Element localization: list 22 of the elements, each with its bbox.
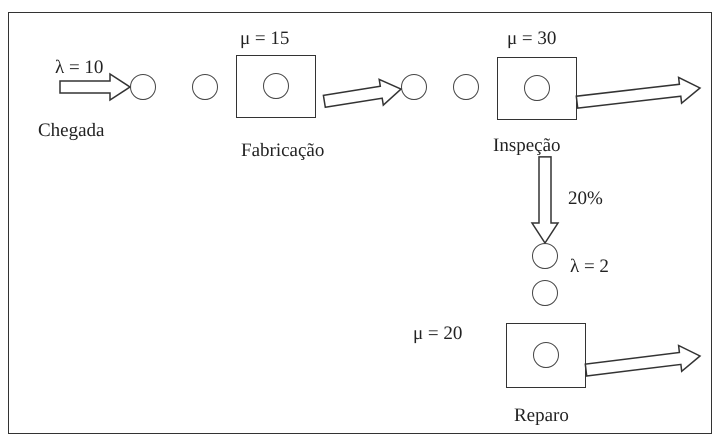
queue-circle (192, 74, 218, 100)
station-name: Fabricação (241, 141, 324, 162)
station-name: Reparo (514, 406, 569, 427)
queue-circle (532, 280, 558, 306)
server-circle (524, 75, 550, 101)
rate-label: μ = 30 (507, 29, 556, 50)
block-arrow (59, 72, 132, 102)
server-circle (262, 73, 288, 99)
queue-circle (130, 74, 156, 100)
station-name: Chegada (38, 121, 104, 142)
rate-label: μ = 15 (240, 29, 290, 50)
queue-circle (532, 243, 558, 269)
station-name: Inspeção (493, 136, 561, 157)
rate-label: μ = 20 (413, 324, 462, 345)
server-circle (532, 342, 558, 368)
block-arrow (530, 156, 560, 244)
rate-label: λ = 2 (570, 257, 609, 278)
block-arrow (575, 76, 702, 109)
block-arrow (584, 344, 702, 377)
queue-circle (401, 74, 427, 100)
queue-circle (453, 74, 479, 100)
block-arrow (322, 78, 402, 108)
